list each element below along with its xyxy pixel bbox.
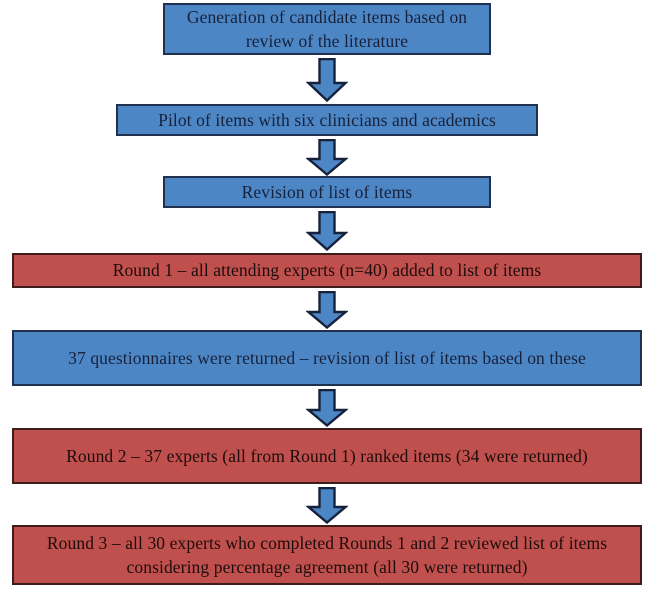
node-generation-of-candidate-items[interactable]: Generation of candidate items based on r… xyxy=(163,3,491,55)
node-round-2[interactable]: Round 2 – 37 experts (all from Round 1) … xyxy=(12,428,642,484)
node-label: Round 1 – all attending experts (n=40) a… xyxy=(112,260,542,281)
down-block-arrow-icon xyxy=(306,487,348,524)
node-revision-of-list-of-items[interactable]: Revision of list of items xyxy=(163,176,491,208)
node-round-3[interactable]: Round 3 – all 30 experts who completed R… xyxy=(12,525,642,585)
node-label: Revision of list of items xyxy=(241,181,413,202)
arrow-node-3-to-node-4 xyxy=(306,211,348,251)
down-block-arrow-icon xyxy=(306,389,348,427)
node-questionnaires-returned[interactable]: 37 questionnaires were returned – revisi… xyxy=(12,330,642,386)
node-label: Pilot of items with six clinicians and a… xyxy=(158,109,496,130)
arrow-node-2-to-node-3 xyxy=(306,139,348,176)
arrow-node-6-to-node-7 xyxy=(306,487,348,524)
node-label: Round 2 – 37 experts (all from Round 1) … xyxy=(66,445,588,466)
down-block-arrow-icon xyxy=(306,291,348,329)
down-block-arrow-icon xyxy=(306,58,348,102)
down-block-arrow-icon xyxy=(306,139,348,176)
down-block-arrow-icon xyxy=(306,211,348,251)
arrow-node-5-to-node-6 xyxy=(306,389,348,427)
node-round-1[interactable]: Round 1 – all attending experts (n=40) a… xyxy=(12,253,642,288)
node-label: Round 3 – all 30 experts who completed R… xyxy=(46,532,608,577)
arrow-node-1-to-node-2 xyxy=(306,58,348,102)
node-label: Generation of candidate items based on r… xyxy=(186,6,468,51)
node-pilot-of-items[interactable]: Pilot of items with six clinicians and a… xyxy=(116,104,538,136)
arrow-node-4-to-node-5 xyxy=(306,291,348,329)
node-label: 37 questionnaires were returned – revisi… xyxy=(68,347,586,368)
